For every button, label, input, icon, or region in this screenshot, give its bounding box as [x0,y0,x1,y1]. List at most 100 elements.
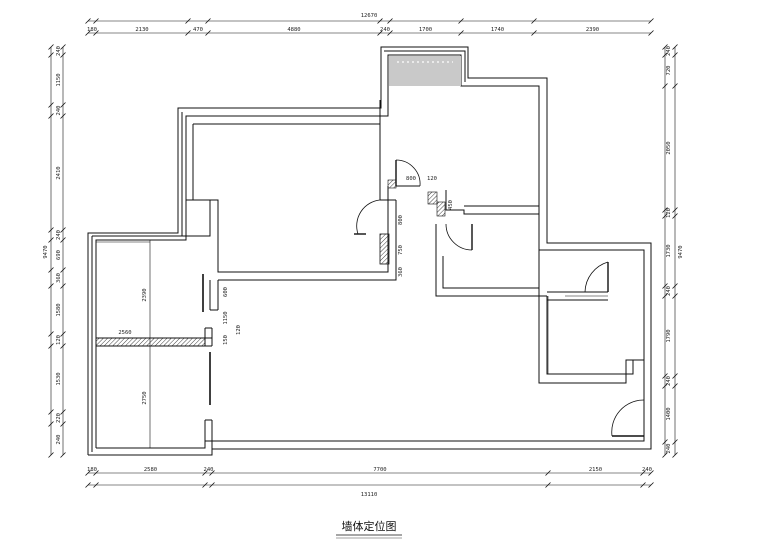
dimension-tick [672,283,678,289]
dimension-tick [48,421,54,427]
dimension-tick [185,18,191,24]
dimension-tick [377,18,383,24]
right-dim-label: 1400 [666,407,672,420]
dimension-tick [60,331,66,337]
interior-dim-label: 800 [406,176,416,182]
dimension-tick [60,113,66,119]
dimension-tick [93,482,99,488]
dimension-tick [458,30,464,36]
top-dim-label: 1700 [419,27,432,33]
wall [546,296,634,375]
wall [546,296,608,301]
dimension-tick [205,30,211,36]
dimension-tick [662,52,668,58]
dimension-tick [60,283,66,289]
interior-dim-label: 120 [236,325,242,335]
right-total-dim: 9470 [678,245,684,258]
dimension-lines [50,20,676,486]
bottom-dim-label: 240 [204,467,214,473]
door-swings [354,159,645,437]
dimension-tick [648,18,654,24]
top-dim-label: 180 [87,27,97,33]
dimension-tick [662,83,668,89]
interior-dim-label: 2560 [118,330,131,336]
interior-dim-label: 120 [427,176,437,182]
dimension-tick [377,30,383,36]
interior-dim-label: 150 [223,335,229,345]
dimension-tick [48,343,54,349]
bottom-dim-label: 2150 [589,467,602,473]
dimension-tick [662,452,668,458]
dimension-tick [672,439,678,445]
dimension-tick [48,452,54,458]
wall [538,288,644,384]
dimension-tick [60,343,66,349]
dimension-tick [60,52,66,58]
top-dim-label: 240 [380,27,390,33]
left-dim-label: 240 [56,106,62,116]
right-dim-label: 240 [666,376,672,386]
balcony-rail [384,50,466,82]
dimension-tick [662,207,668,213]
dimension-tick [209,470,215,476]
dimension-tick [662,293,668,299]
door-swing [356,199,381,235]
interior-dim-label: 600 [223,287,229,297]
dimension-tick [202,470,208,476]
dimension-tick [648,482,654,488]
left-dim-label: 1150 [56,73,62,86]
dimension-tick [662,439,668,445]
dimension-tick [387,18,393,24]
dimension-tick [60,421,66,427]
walls [87,46,652,456]
dimension-tick [48,113,54,119]
dimension-tick [458,18,464,24]
door-swing [584,261,609,293]
dimension-tick [60,409,66,415]
top-dim-label: 470 [193,27,203,33]
dimension-tick [662,283,668,289]
bottom-dim-label: 2580 [144,467,157,473]
bottom-dim-label: 240 [642,467,652,473]
dimension-tick [85,30,91,36]
dimension-tick [662,213,668,219]
left-total-dim: 9470 [43,245,49,258]
dimension-tick [205,18,211,24]
wall [193,123,381,200]
right-dim-label: 720 [666,66,672,76]
left-dim-label: 1530 [56,372,62,385]
right-dim-label: 1730 [666,244,672,257]
dimension-tick [48,52,54,58]
dimension-tick [662,383,668,389]
bottom-dim-label: 7700 [373,467,386,473]
wall [445,190,539,215]
wall [218,200,397,281]
dimension-tick [662,44,668,50]
interior-dim-label: 2390 [142,288,148,301]
dimension-tick [60,452,66,458]
dimension-tick [93,470,99,476]
door-swing [395,159,421,187]
dimension-tick [640,470,646,476]
dimension-tick [672,52,678,58]
left-dim-label: 120 [56,335,62,345]
dimension-tick [93,30,99,36]
dimension-tick [531,30,537,36]
dimension-tick [48,331,54,337]
right-dim-label: 1790 [666,329,672,342]
interior-dim-label: 750 [398,245,404,255]
dimension-tick [672,383,678,389]
left-dim-label: 1580 [56,303,62,316]
dimension-tick [85,18,91,24]
dimension-tick [672,213,678,219]
dimension-tick [202,482,208,488]
right-dim-label: 240 [666,444,672,454]
dimension-tick [48,237,54,243]
dimension-tick [672,452,678,458]
drawing-title: 墙体定位图 [342,519,397,533]
dimension-tick [48,409,54,415]
dimension-tick [545,470,551,476]
dimension-ticks [48,18,678,488]
top-dim-label: 4880 [287,27,300,33]
